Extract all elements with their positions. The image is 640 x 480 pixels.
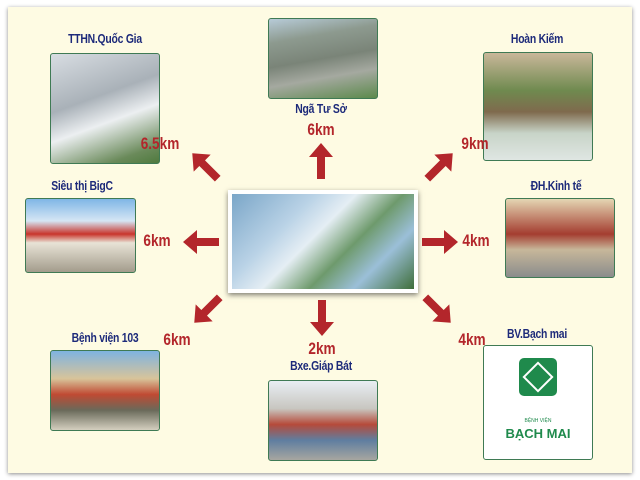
photo-dh-kinh-te xyxy=(505,198,615,278)
distance-bigc: 6km xyxy=(143,231,171,250)
label-dh-kinh-te: ĐH.Kinh tế xyxy=(530,178,582,193)
distance-tthn: 6.5km xyxy=(140,134,180,153)
label-bach-mai: BV.Bạch mai xyxy=(507,326,567,341)
center-project-image xyxy=(228,190,418,293)
distance-hoan-kiem: 9km xyxy=(461,134,489,153)
photo-giap-bat xyxy=(268,380,378,461)
bach-mai-logo-big-text: BẠCH MAI xyxy=(505,426,571,441)
label-tthn: TTHN.Quốc Gia xyxy=(68,31,142,46)
bach-mai-logo-box: BỆNH VIỆN BẠCH MAI xyxy=(483,345,593,460)
photo-benh-vien-103 xyxy=(50,350,160,431)
label-nga-tu-so: Ngã Tư Sở xyxy=(295,101,347,116)
label-hoan-kiem: Hoàn Kiếm xyxy=(510,31,564,46)
distance-nga-tu-so: 6km xyxy=(307,120,335,139)
distance-dh-kinh-te: 4km xyxy=(462,231,490,250)
distance-bach-mai: 4km xyxy=(458,330,486,349)
photo-tthn xyxy=(50,53,160,164)
label-giap-bat: Bxe.Giáp Bát xyxy=(290,358,352,373)
distance-benh-vien-103: 6km xyxy=(163,330,191,349)
photo-hoan-kiem xyxy=(483,52,593,161)
label-benh-vien-103: Bệnh viện 103 xyxy=(71,330,139,345)
bach-mai-logo-icon xyxy=(519,358,557,396)
photo-bigc xyxy=(25,198,136,273)
distance-giap-bat: 2km xyxy=(308,339,336,358)
photo-nga-tu-so xyxy=(268,18,378,99)
label-bigc: Siêu thị BigC xyxy=(51,178,113,193)
bach-mai-logo-small-text: BỆNH VIỆN xyxy=(524,418,552,424)
